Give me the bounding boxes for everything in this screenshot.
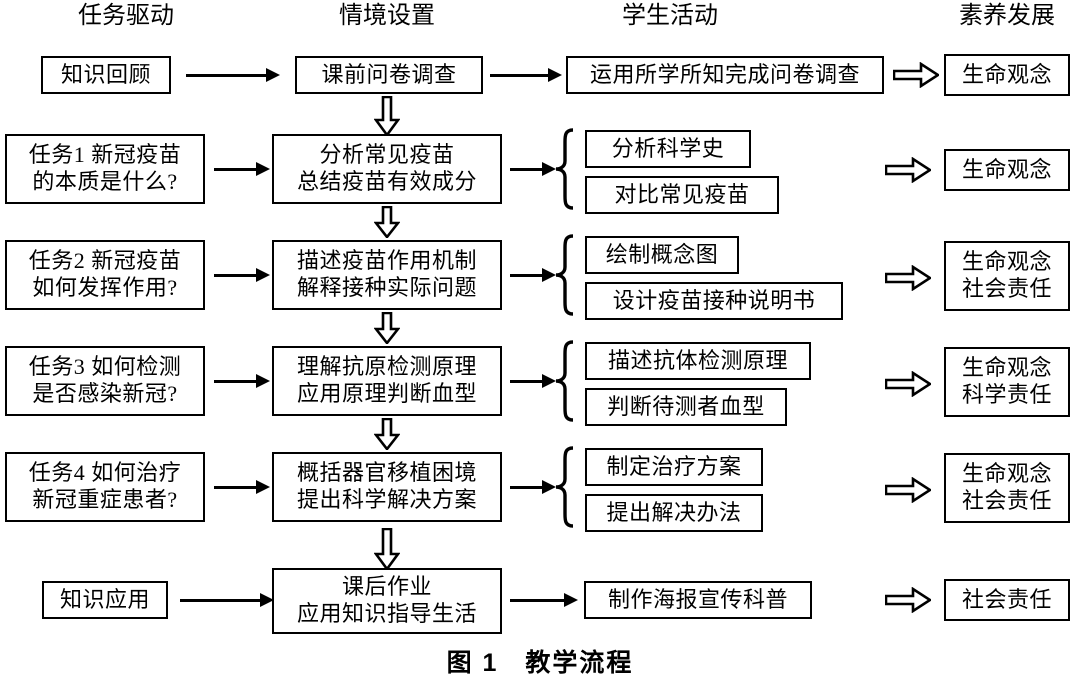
context-box-line: 概括器官移植困境 (296, 460, 477, 486)
task-box-line: 新冠重症患者? (32, 487, 178, 512)
context-box-row-1[interactable]: 分析常见疫苗 总结疫苗有效成分 (272, 134, 502, 204)
context-box-line: 课后作业 (341, 574, 432, 600)
hollow-down-arrow-icon-2 (373, 311, 401, 346)
task-box-line: 知识应用 (59, 586, 150, 612)
literacy-box-row-4[interactable]: 生命观念 社会责任 (944, 453, 1070, 523)
task-box-line: 任务3 如何检测 (28, 354, 182, 380)
task-box-line: 任务2 新冠疫苗 (28, 248, 182, 274)
task-box-line: 任务1 新冠疫苗 (28, 142, 182, 168)
task-box-line: 知识回顾 (60, 61, 151, 87)
activity-box-row-0-0[interactable]: 运用所学所知完成问卷调查 (566, 56, 884, 94)
hollow-down-arrow-icon-4 (373, 527, 401, 572)
task-box-row-3[interactable]: 任务3 如何检测 是否感染新冠? (5, 346, 205, 416)
task-box-line: 任务4 如何治疗 (28, 460, 182, 486)
activity-box-line: 运用所学所知完成问卷调查 (589, 61, 860, 87)
context-box-line: 课前问卷调查 (321, 61, 457, 87)
task-box-row-5[interactable]: 知识应用 (42, 581, 168, 619)
curly-brace-row-3 (553, 340, 577, 422)
activity-box-row-2-0[interactable]: 绘制概念图 (585, 236, 739, 274)
context-box-row-5[interactable]: 课后作业 应用知识指导生活 (272, 568, 502, 634)
curly-brace-row-4 (553, 446, 577, 528)
literacy-box-line: 社会责任 (961, 276, 1052, 301)
activity-box-line: 对比常见疫苗 (614, 181, 750, 207)
literacy-box-row-5[interactable]: 社会责任 (944, 579, 1070, 621)
task-box-row-2[interactable]: 任务2 新冠疫苗 如何发挥作用? (5, 240, 205, 310)
hollow-arrow-icon-row-3 (884, 370, 933, 398)
literacy-box-line: 生命观念 (961, 355, 1052, 381)
activity-box-row-5-0[interactable]: 制作海报宣传科普 (584, 581, 812, 619)
hollow-down-arrow-icon-0 (373, 95, 401, 138)
activity-box-row-1-0[interactable]: 分析科学史 (585, 130, 751, 168)
column-header-task-driven: 任务驱动 (78, 3, 174, 29)
task-box-row-0[interactable]: 知识回顾 (41, 56, 171, 94)
context-box-line: 应用知识指导生活 (296, 601, 477, 626)
hollow-down-arrow-icon-3 (373, 417, 401, 452)
context-box-line: 描述疫苗作用机制 (296, 248, 477, 274)
literacy-box-row-3[interactable]: 生命观念 科学责任 (944, 347, 1070, 417)
column-header-literacy-development: 素养发展 (959, 3, 1055, 29)
context-box-line: 总结疫苗有效成分 (296, 169, 477, 194)
activity-box-row-4-1[interactable]: 提出解决办法 (585, 494, 763, 532)
task-box-line: 的本质是什么? (32, 169, 178, 194)
literacy-box-line: 科学责任 (961, 382, 1052, 407)
literacy-box-line: 生命观念 (961, 249, 1052, 275)
activity-box-row-2-1[interactable]: 设计疫苗接种说明书 (585, 282, 843, 320)
activity-box-line: 制作海报宣传科普 (607, 586, 788, 612)
task-box-line: 如何发挥作用? (32, 275, 178, 300)
context-box-line: 分析常见疫苗 (319, 142, 455, 168)
activity-box-line: 判断待测者血型 (607, 393, 765, 419)
literacy-box-row-0[interactable]: 生命观念 (944, 54, 1070, 96)
task-box-row-4[interactable]: 任务4 如何治疗 新冠重症患者? (5, 452, 205, 522)
task-box-row-1[interactable]: 任务1 新冠疫苗 的本质是什么? (5, 134, 205, 204)
hollow-down-arrow-icon-1 (373, 205, 401, 240)
curly-brace-row-2 (553, 234, 577, 316)
literacy-box-line: 生命观念 (961, 461, 1052, 487)
hollow-arrow-icon-row-0 (892, 61, 941, 89)
activity-box-line: 设计疫苗接种说明书 (612, 287, 816, 313)
figure-caption: 图 1 教学流程 (446, 649, 634, 677)
context-box-line: 提出科学解决方案 (296, 487, 477, 512)
activity-box-row-4-0[interactable]: 制定治疗方案 (585, 448, 763, 486)
task-box-line: 是否感染新冠? (32, 381, 178, 406)
context-box-line: 解释接种实际问题 (296, 275, 477, 300)
column-header-context-setup: 情境设置 (339, 3, 435, 29)
literacy-box-row-1[interactable]: 生命观念 (944, 149, 1070, 191)
activity-box-line: 绘制概念图 (605, 241, 719, 267)
activity-box-row-3-0[interactable]: 描述抗体检测原理 (585, 342, 811, 380)
hollow-arrow-icon-row-5 (884, 586, 933, 614)
column-header-student-activity: 学生活动 (622, 3, 718, 29)
literacy-box-row-2[interactable]: 生命观念 社会责任 (944, 241, 1070, 311)
activity-box-line: 制定治疗方案 (606, 453, 742, 479)
literacy-box-line: 社会责任 (961, 488, 1052, 513)
context-box-line: 理解抗原检测原理 (296, 354, 477, 380)
hollow-arrow-icon-row-1 (884, 156, 933, 184)
activity-box-line: 提出解决办法 (606, 499, 742, 525)
literacy-box-line: 生命观念 (961, 61, 1052, 87)
hollow-arrow-icon-row-4 (884, 476, 933, 504)
context-box-row-2[interactable]: 描述疫苗作用机制 解释接种实际问题 (272, 240, 502, 310)
activity-box-line: 分析科学史 (611, 135, 725, 161)
hollow-arrow-icon-row-2 (884, 264, 933, 292)
activity-box-row-3-1[interactable]: 判断待测者血型 (585, 388, 787, 426)
context-box-line: 应用原理判断血型 (296, 381, 477, 406)
curly-brace-row-1 (553, 128, 577, 210)
activity-box-row-1-1[interactable]: 对比常见疫苗 (585, 176, 779, 214)
context-box-row-0[interactable]: 课前问卷调查 (295, 56, 483, 94)
context-box-row-3[interactable]: 理解抗原检测原理 应用原理判断血型 (272, 346, 502, 416)
context-box-row-4[interactable]: 概括器官移植困境 提出科学解决方案 (272, 452, 502, 522)
activity-box-line: 描述抗体检测原理 (607, 347, 788, 373)
literacy-box-line: 社会责任 (961, 586, 1052, 612)
literacy-box-line: 生命观念 (961, 156, 1052, 182)
